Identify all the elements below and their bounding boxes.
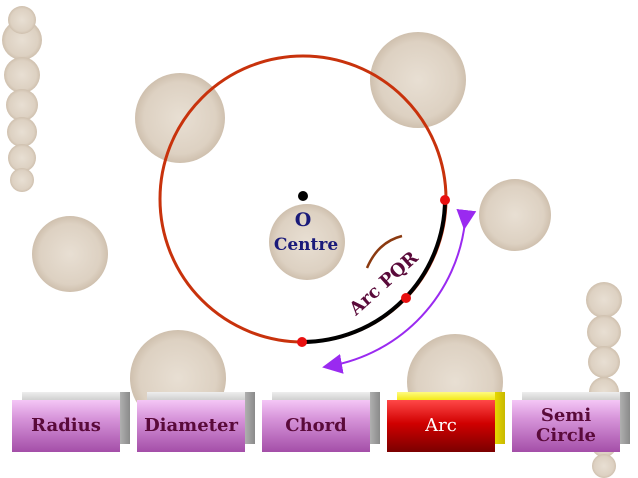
decor-disc — [10, 168, 34, 192]
decor-disc — [587, 315, 621, 349]
decor-disc — [586, 282, 622, 318]
tab-diameter[interactable]: Diameter — [137, 392, 255, 452]
point-r — [440, 195, 450, 205]
tab-arc-label: Arc — [387, 400, 495, 452]
point-q — [401, 293, 411, 303]
arc-label: Arc PQR — [345, 247, 424, 321]
tab-diameter-label: Diameter — [137, 400, 245, 452]
tab-radius-label: Radius — [12, 400, 120, 452]
tab-chord-label: Chord — [262, 400, 370, 452]
decor-disc — [4, 57, 40, 93]
point-p — [297, 337, 307, 347]
tab-chord[interactable]: Chord — [262, 392, 380, 452]
tab-semi-circle-label: Semi Circle — [512, 400, 620, 452]
decor-disc — [2, 20, 42, 60]
tab-arc[interactable]: Arc — [387, 392, 505, 452]
decor-disc — [7, 117, 37, 147]
decor-disc — [592, 454, 616, 478]
decor-disc — [8, 6, 36, 34]
decor-disc — [479, 179, 551, 251]
decor-disc — [32, 216, 108, 292]
centre-point-label: O — [295, 209, 312, 231]
decor-disc — [135, 73, 225, 163]
centre-label: Centre — [274, 235, 339, 255]
tab-radius[interactable]: Radius — [12, 392, 130, 452]
decor-disc — [6, 89, 38, 121]
decor-disc — [588, 346, 620, 378]
arc-arrow — [322, 208, 477, 374]
decor-disc — [370, 32, 466, 128]
decor-disc — [8, 144, 36, 172]
centre-dot — [298, 191, 308, 201]
tab-semi-circle[interactable]: Semi Circle — [512, 392, 630, 452]
